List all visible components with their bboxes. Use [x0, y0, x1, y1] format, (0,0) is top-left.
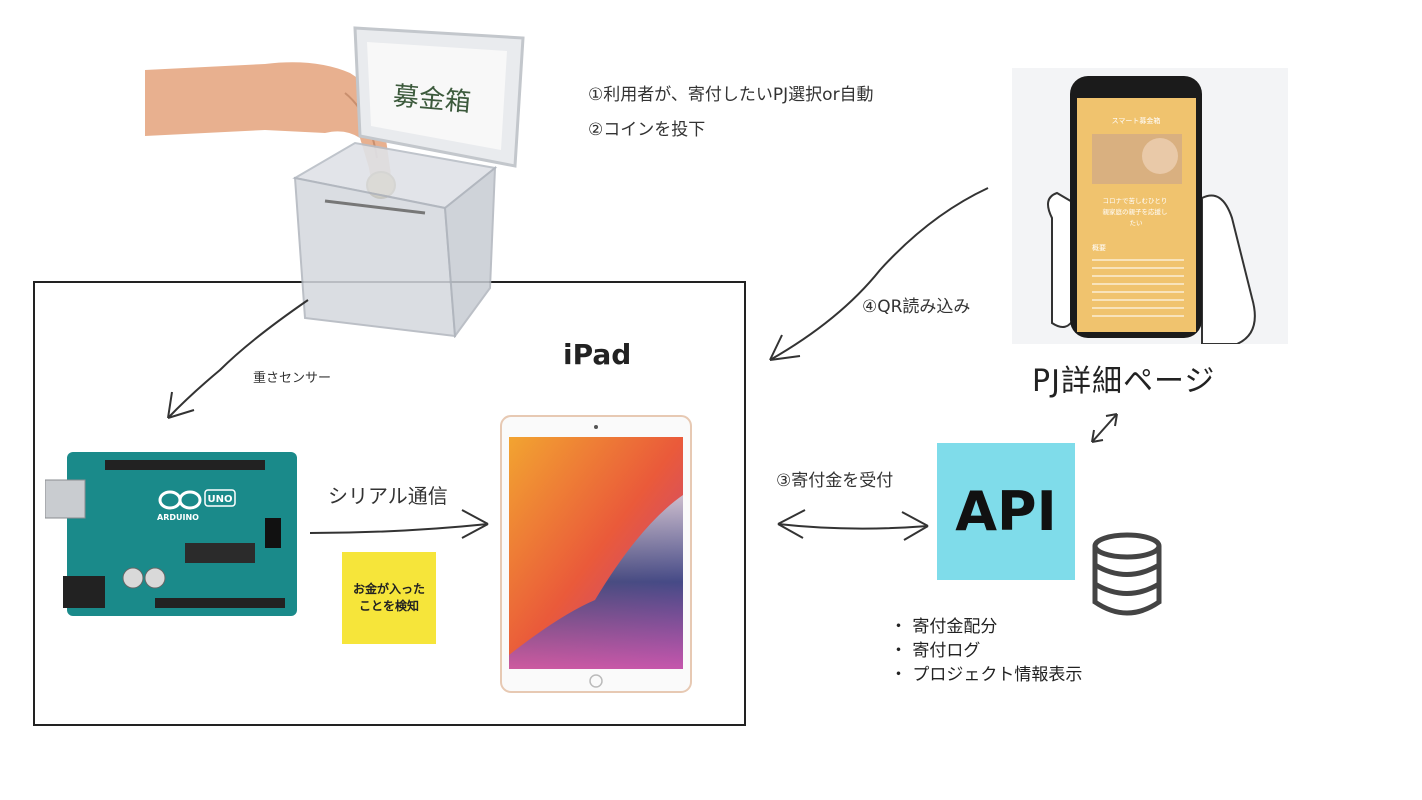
arduino-board: UNO ARDUINO [45, 452, 297, 616]
phone-in-hand: スマート募金箱 コロナで苦しむひとり 親家庭の親子を応援し たい 概要 [1012, 68, 1288, 344]
detection-sticky-note: お金が入ったことを検知 [342, 552, 436, 644]
ipad-device [500, 415, 692, 693]
ipad-label: iPad [563, 338, 632, 371]
step2-text: ②コインを投下 [588, 120, 706, 140]
arrow-pj-api [1091, 413, 1118, 443]
step3-text: ③寄付金を受付 [776, 471, 894, 491]
arrow-phone-to-frame [769, 187, 989, 361]
api-feature-list: ・ 寄付金配分 ・ 寄付ログ ・ プロジェクト情報表示 [890, 615, 1082, 687]
weight-sensor-label: 重さセンサー [253, 371, 332, 386]
arrow-box-to-arduino [167, 299, 309, 419]
arrow-serial [309, 523, 489, 534]
lid-text: 募金箱 [392, 81, 472, 118]
arduino-model: UNO [208, 494, 233, 505]
pj-detail-title: PJ詳細ページ [1032, 364, 1216, 399]
api-feature-item: ・ プロジェクト情報表示 [890, 665, 1083, 685]
phone-header: スマート募金箱 [1112, 116, 1161, 125]
step1-text: ①利用者が、寄付したいPJ選択or自動 [588, 85, 874, 105]
serial-label: シリアル通信 [328, 484, 448, 508]
api-feature-item: ・ 寄付金配分 [890, 617, 998, 637]
arduino-logo-text: ARDUINO [157, 513, 199, 522]
step4-text: ④QR読み込み [862, 297, 971, 317]
api-feature-item: ・ 寄付ログ [890, 641, 981, 661]
arrow-ipad-api [777, 523, 929, 530]
database-icon [1092, 532, 1162, 616]
api-box: API [937, 443, 1075, 580]
donation-box-illustration: 募金箱 [145, 26, 525, 338]
phone-section: 概要 [1092, 243, 1106, 252]
phone-headline: コロナで苦しむひとり 親家庭の親子を応援し たい [1102, 196, 1169, 227]
